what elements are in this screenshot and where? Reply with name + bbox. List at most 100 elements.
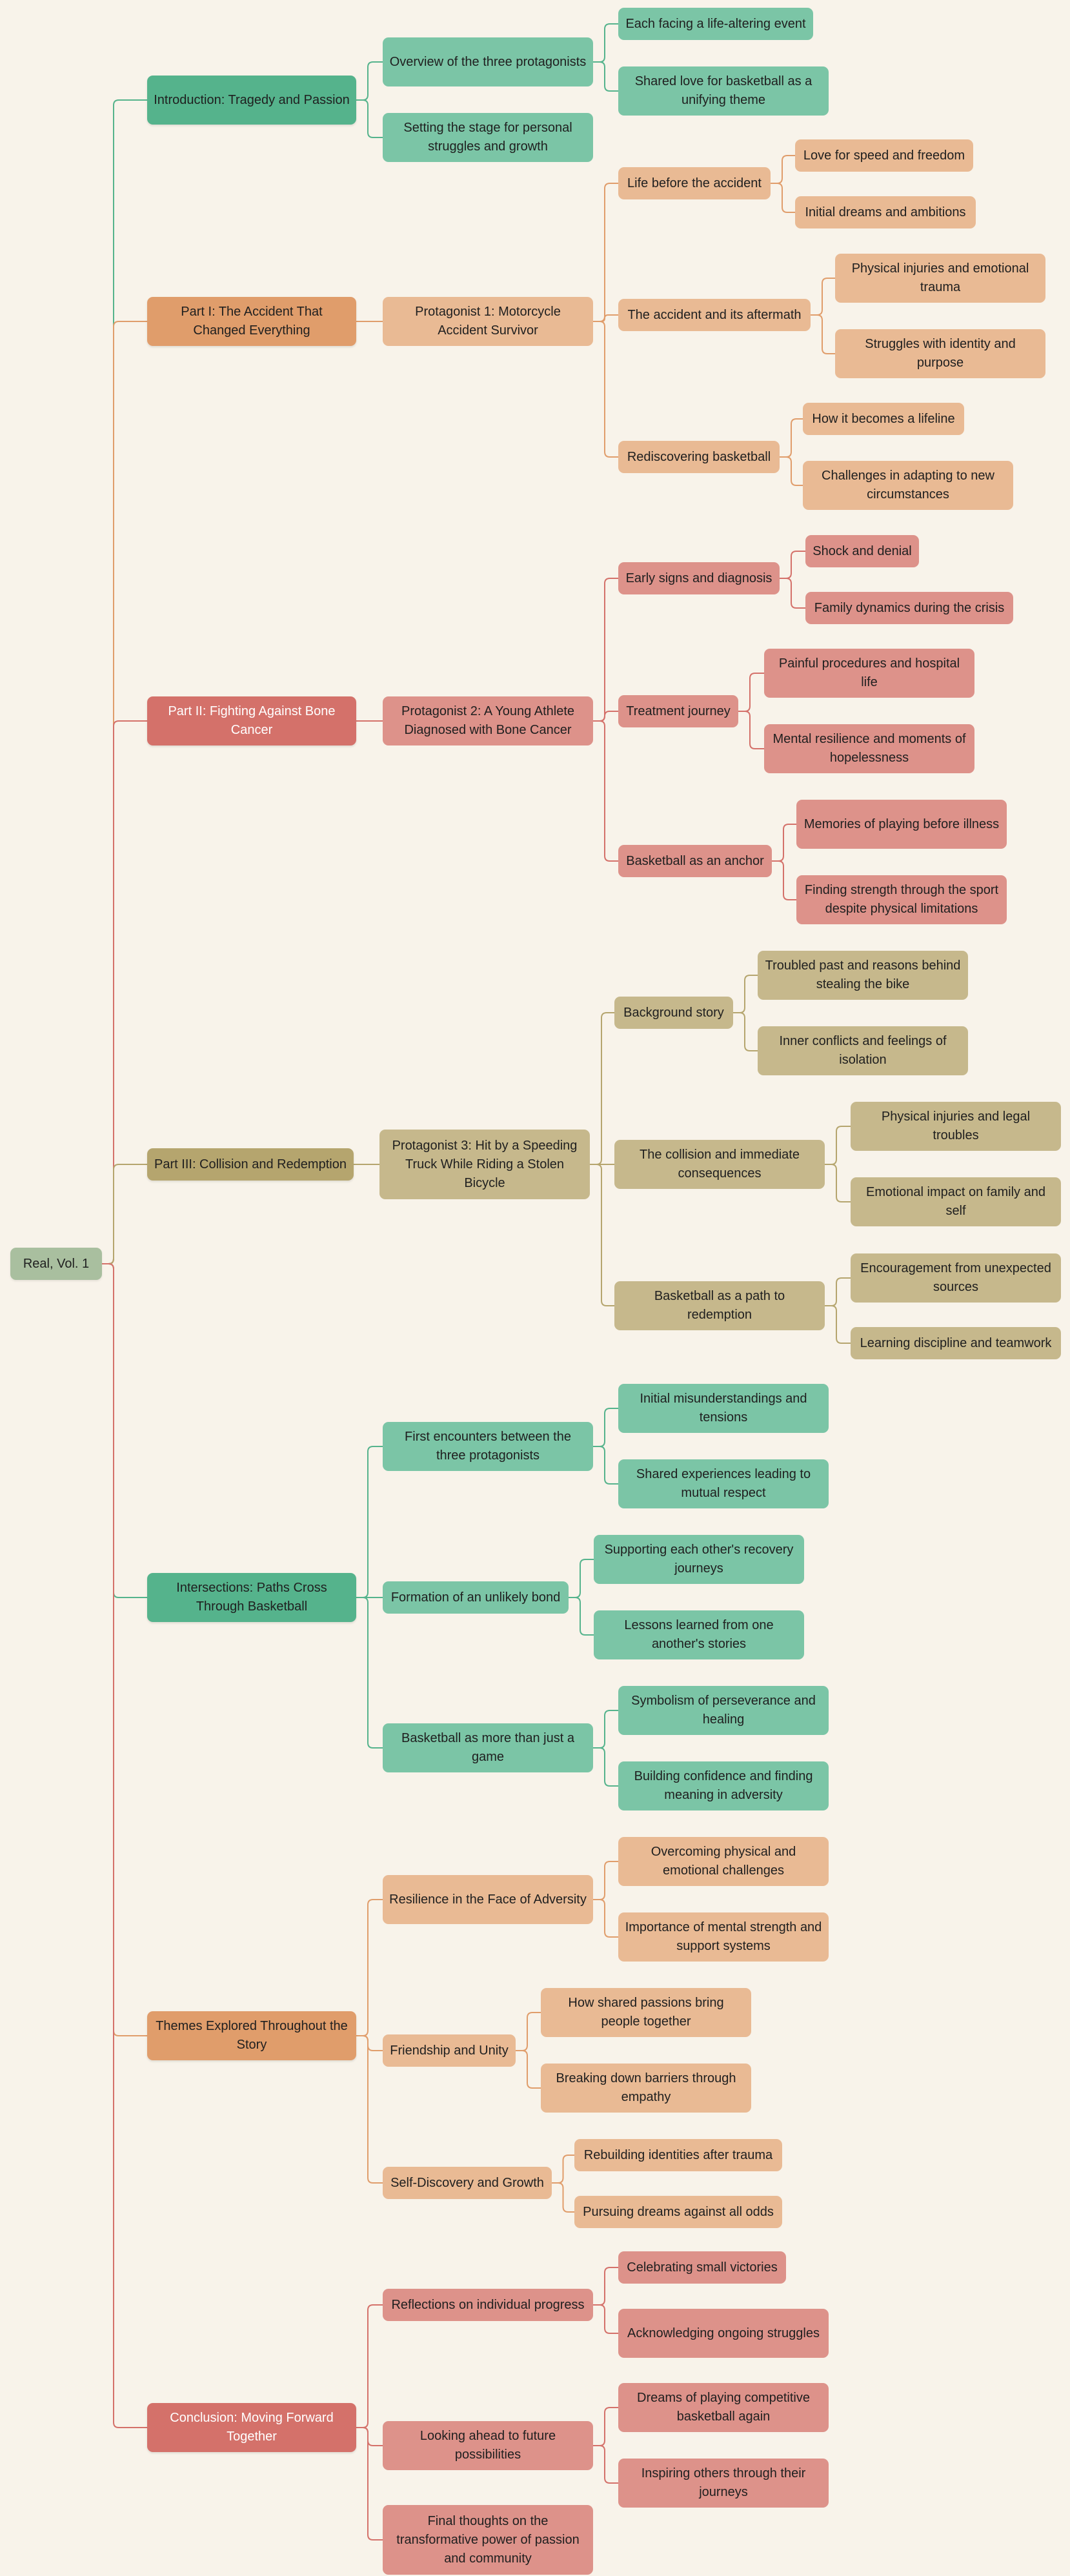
theme-overcoming-node[interactable]: Overcoming physical and emotional challe…	[618, 1837, 829, 1886]
section-intersections[interactable]: Intersections: Paths Cross Through Baske…	[147, 1573, 356, 1622]
connector-line-25	[772, 824, 796, 862]
connector-line-41	[593, 1446, 618, 1485]
section-part-3[interactable]: Part III: Collision and Redemption	[147, 1148, 354, 1181]
con-competitive-node[interactable]: Dreams of playing competitive basketball…	[618, 2383, 829, 2432]
connector-line-54	[516, 2050, 541, 2089]
p3-discipline-node[interactable]: Learning discipline and teamwork	[851, 1327, 1061, 1359]
connector-line-14	[780, 418, 803, 458]
p1-injuries-node[interactable]: Physical injuries and emotional trauma	[835, 254, 1045, 303]
p2-anchor-node[interactable]: Basketball as an anchor	[618, 845, 772, 877]
connector-line-45	[356, 1597, 383, 1749]
p1-rediscovering-node[interactable]: Rediscovering basketball	[618, 441, 780, 473]
section-introduction[interactable]: Introduction: Tragedy and Passion	[147, 76, 356, 125]
con-reflections-node[interactable]: Reflections on individual progress	[383, 2289, 593, 2321]
connector-line-31	[733, 1012, 758, 1051]
con-struggles-node[interactable]: Acknowledging ongoing struggles	[618, 2309, 829, 2358]
intro-overview-theme-node[interactable]: Shared love for basketball as a unifying…	[618, 66, 829, 116]
intro-overview-event-node[interactable]: Each facing a life-altering event	[618, 8, 813, 40]
p2-procedures-node[interactable]: Painful procedures and hospital life	[764, 649, 974, 698]
int-misunderstandings-node[interactable]: Initial misunderstandings and tensions	[618, 1384, 829, 1433]
p2-memories-node[interactable]: Memories of playing before illness	[796, 800, 1007, 849]
connector-line-12	[811, 314, 835, 354]
p3-emotional-impact-node[interactable]: Emotional impact on family and self	[851, 1177, 1061, 1226]
p1-identity-node[interactable]: Struggles with identity and purpose	[835, 329, 1045, 378]
int-confidence-node[interactable]: Building confidence and finding meaning …	[618, 1761, 829, 1810]
p1-dreams-node[interactable]: Initial dreams and ambitions	[795, 196, 976, 228]
connector-line-48	[102, 1263, 147, 2036]
p2-strength-node[interactable]: Finding strength through the sport despi…	[796, 875, 1007, 924]
connector-line-43	[569, 1559, 594, 1598]
connector-line-56	[552, 2155, 574, 2184]
p1-life-before-node[interactable]: Life before the accident	[618, 167, 771, 199]
p2-treatment-node[interactable]: Treatment journey	[618, 695, 738, 727]
int-bond-node[interactable]: Formation of an unlikely bond	[383, 1581, 569, 1614]
p1-adapting-node[interactable]: Challenges in adapting to new circumstan…	[803, 461, 1013, 510]
intro-overview-node[interactable]: Overview of the three protagonists	[383, 37, 593, 86]
root-node[interactable]: Real, Vol. 1	[10, 1248, 102, 1280]
connector-line-38	[102, 1263, 147, 1598]
theme-self-discovery-node[interactable]: Self-Discovery and Growth	[383, 2167, 552, 2199]
p3-legal-node[interactable]: Physical injuries and legal troubles	[851, 1102, 1061, 1151]
p1-lifeline-node[interactable]: How it becomes a lifeline	[803, 403, 964, 435]
theme-resilience-node[interactable]: Resilience in the Face of Adversity	[383, 1875, 593, 1924]
intro-setting-stage-node[interactable]: Setting the stage for personal struggles…	[383, 113, 593, 162]
connector-line-65	[356, 2427, 383, 2541]
int-mutual-respect-node[interactable]: Shared experiences leading to mutual res…	[618, 1459, 829, 1508]
connector-line-52	[356, 2035, 383, 2051]
theme-mental-strength-node[interactable]: Importance of mental strength and suppor…	[618, 1912, 829, 1962]
connector-line-53	[516, 2012, 541, 2051]
p3-encouragement-node[interactable]: Encouragement from unexpected sources	[851, 1253, 1061, 1303]
section-part-1[interactable]: Part I: The Accident That Changed Everyt…	[147, 297, 356, 346]
p1-speed-freedom-node[interactable]: Love for speed and freedom	[795, 139, 973, 172]
connector-line-61	[593, 2304, 618, 2334]
connector-line-51	[593, 1899, 618, 1938]
p3-collision-node[interactable]: The collision and immediate consequences	[614, 1140, 825, 1189]
p3-troubled-past-node[interactable]: Troubled past and reasons behind stealin…	[758, 951, 968, 1000]
con-inspiring-node[interactable]: Inspiring others through their journeys	[618, 2459, 829, 2508]
protagonist-1-node[interactable]: Protagonist 1: Motorcycle Accident Survi…	[383, 297, 593, 346]
theme-dreams-odds-node[interactable]: Pursuing dreams against all odds	[574, 2196, 782, 2228]
p1-accident-node[interactable]: The accident and its aftermath	[618, 299, 811, 331]
connector-line-0	[102, 99, 147, 1264]
connector-line-2	[593, 23, 618, 63]
connector-line-59	[356, 2304, 383, 2428]
connector-line-36	[825, 1277, 851, 1306]
p2-resilience-node[interactable]: Mental resilience and moments of hopeles…	[764, 724, 974, 773]
connector-line-37	[825, 1305, 851, 1344]
connector-line-44	[569, 1597, 594, 1636]
connector-line-10	[593, 314, 618, 322]
theme-friendship-node[interactable]: Friendship and Unity	[383, 2034, 516, 2067]
int-supporting-node[interactable]: Supporting each other's recovery journey…	[594, 1535, 804, 1584]
int-lessons-node[interactable]: Lessons learned from one another's stori…	[594, 1610, 804, 1659]
con-looking-ahead-node[interactable]: Looking ahead to future possibilities	[383, 2421, 593, 2470]
p3-redemption-node[interactable]: Basketball as a path to redemption	[614, 1281, 825, 1330]
theme-barriers-node[interactable]: Breaking down barriers through empathy	[541, 2064, 751, 2113]
connector-line-46	[593, 1710, 618, 1749]
connector-line-8	[771, 155, 795, 184]
int-more-than-game-node[interactable]: Basketball as more than just a game	[383, 1723, 593, 1772]
con-victories-node[interactable]: Celebrating small victories	[618, 2251, 786, 2284]
p2-family-node[interactable]: Family dynamics during the crisis	[805, 592, 1013, 624]
connector-line-11	[811, 278, 835, 316]
theme-rebuilding-node[interactable]: Rebuilding identities after trauma	[574, 2139, 782, 2171]
section-part-2[interactable]: Part II: Fighting Against Bone Cancer	[147, 696, 356, 745]
connector-line-62	[356, 2427, 383, 2446]
p3-background-node[interactable]: Background story	[614, 997, 733, 1029]
connector-line-20	[780, 578, 805, 609]
protagonist-2-node[interactable]: Protagonist 2: A Young Athlete Diagnosed…	[383, 696, 593, 745]
connector-line-27	[102, 1164, 147, 1264]
connector-line-50	[593, 1861, 618, 1900]
protagonist-3-node[interactable]: Protagonist 3: Hit by a Speeding Truck W…	[379, 1130, 590, 1199]
section-conclusion[interactable]: Conclusion: Moving Forward Together	[147, 2403, 356, 2452]
connector-line-7	[593, 183, 618, 322]
connector-line-40	[593, 1408, 618, 1447]
int-encounters-node[interactable]: First encounters between the three prota…	[383, 1422, 593, 1471]
con-final-thoughts-node[interactable]: Final thoughts on the transformative pow…	[383, 2505, 593, 2575]
p3-isolation-node[interactable]: Inner conflicts and feelings of isolatio…	[758, 1026, 968, 1075]
int-symbolism-node[interactable]: Symbolism of perseverance and healing	[618, 1686, 829, 1735]
p2-diagnosis-node[interactable]: Early signs and diagnosis	[618, 562, 780, 594]
connector-line-24	[593, 720, 618, 862]
section-themes[interactable]: Themes Explored Throughout the Story	[147, 2011, 356, 2060]
p2-shock-node[interactable]: Shock and denial	[805, 535, 919, 567]
theme-shared-passions-node[interactable]: How shared passions bring people togethe…	[541, 1988, 751, 2037]
